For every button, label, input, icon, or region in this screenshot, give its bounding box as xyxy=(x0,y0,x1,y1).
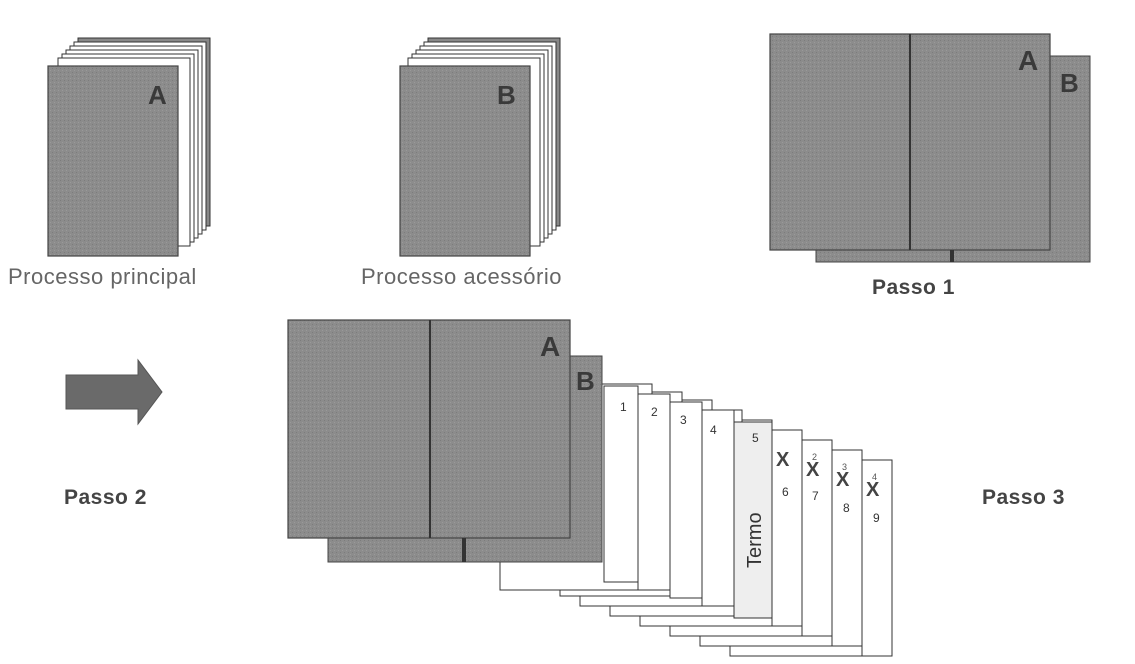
volume-b-stack: B xyxy=(400,38,560,256)
step1-letter-a: A xyxy=(1018,45,1038,76)
sheet-3-number: 3 xyxy=(680,413,687,427)
termo-label: Termo xyxy=(744,512,766,568)
sheet-9-number: 9 xyxy=(873,511,880,525)
step2-illustration: B A xyxy=(288,320,602,562)
caption-step2: Passo 2 xyxy=(64,486,147,510)
caption-main-process: Processo principal xyxy=(8,264,197,290)
sheet-7-cancel-mark: X xyxy=(806,459,820,481)
caption-accessory-process: Processo acessório xyxy=(361,264,562,290)
sheet-6-cancel-mark: X xyxy=(776,449,790,471)
sheet-7-number: 7 xyxy=(812,489,819,503)
sheet-6-number: 6 xyxy=(782,485,789,499)
caption-step1: Passo 1 xyxy=(872,276,955,300)
arrow-icon xyxy=(66,360,162,424)
step2-letter-b: B xyxy=(576,366,595,396)
caption-step3: Passo 3 xyxy=(982,486,1065,510)
sheet-4 xyxy=(702,410,734,606)
sheet-4-number: 4 xyxy=(710,423,717,437)
volume-a-stack: A xyxy=(48,38,210,256)
step1-illustration: B A xyxy=(770,34,1090,262)
volume-a-letter: A xyxy=(148,80,167,110)
step2-letter-a: A xyxy=(540,331,560,362)
volume-b-letter: B xyxy=(497,80,516,110)
sheet-2 xyxy=(638,394,670,590)
step1-letter-b: B xyxy=(1060,68,1079,98)
sheet-1-number: 1 xyxy=(620,400,627,414)
sheet-1 xyxy=(604,386,638,582)
sheet-9-cancel-mark: X xyxy=(866,479,880,501)
sheet-5-number: 5 xyxy=(752,431,759,445)
sheet-2-number: 2 xyxy=(651,405,658,419)
sheet-3 xyxy=(670,402,702,598)
sheet-8-number: 8 xyxy=(843,501,850,515)
sheet-8-cancel-mark: X xyxy=(836,469,850,491)
